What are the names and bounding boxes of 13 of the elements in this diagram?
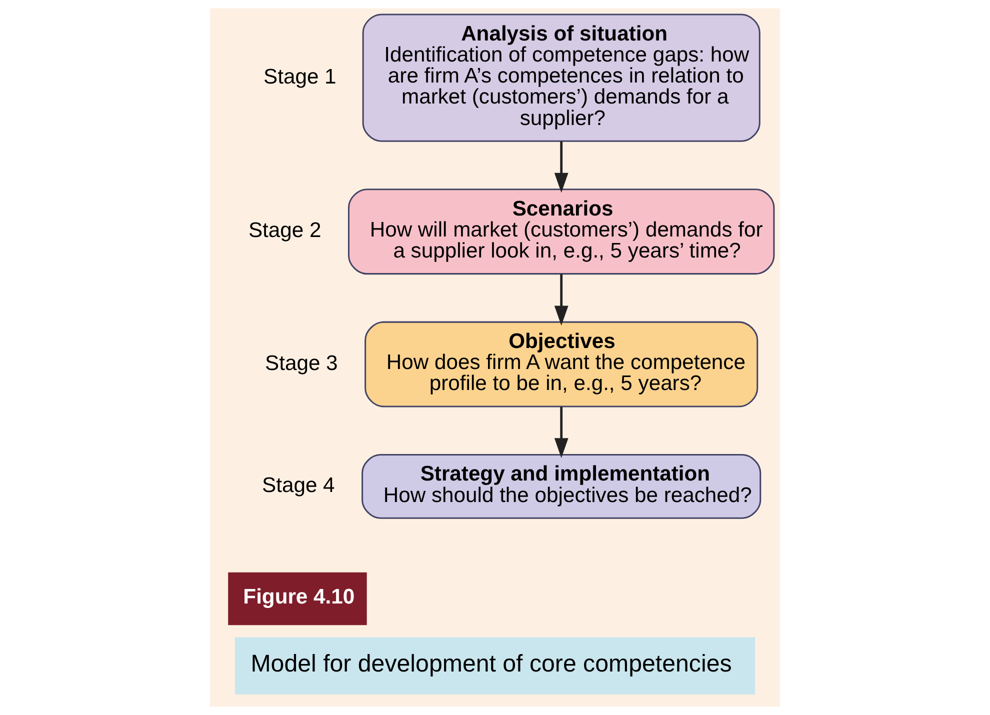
node-label: Stage 3 <box>265 352 338 375</box>
node-box: Strategy and implementation How should the objectives be reached? <box>362 454 762 519</box>
node-label: Stage 2 <box>248 219 322 242</box>
node-label: Stage 4 <box>262 474 335 498</box>
node-box: Scenarios How will market (customers’) demands for a supplier look in, e.g., 5 years’ time? <box>348 188 775 275</box>
arrow <box>554 142 568 193</box>
arrow <box>554 274 568 326</box>
node-box: Analysis of situation Identification of competence gaps: how are firm A’s competences in relation to market (customers’) demands for a supplier? <box>362 14 760 142</box>
node-box: Objectives How does firm A want the competence profile to be in, e.g., 5 years? <box>364 321 758 408</box>
arrow <box>554 406 568 458</box>
node-label: Stage 1 <box>264 65 336 88</box>
label: Figure 4.10 <box>243 586 355 609</box>
caption: Model for development of core competencies <box>250 650 732 678</box>
